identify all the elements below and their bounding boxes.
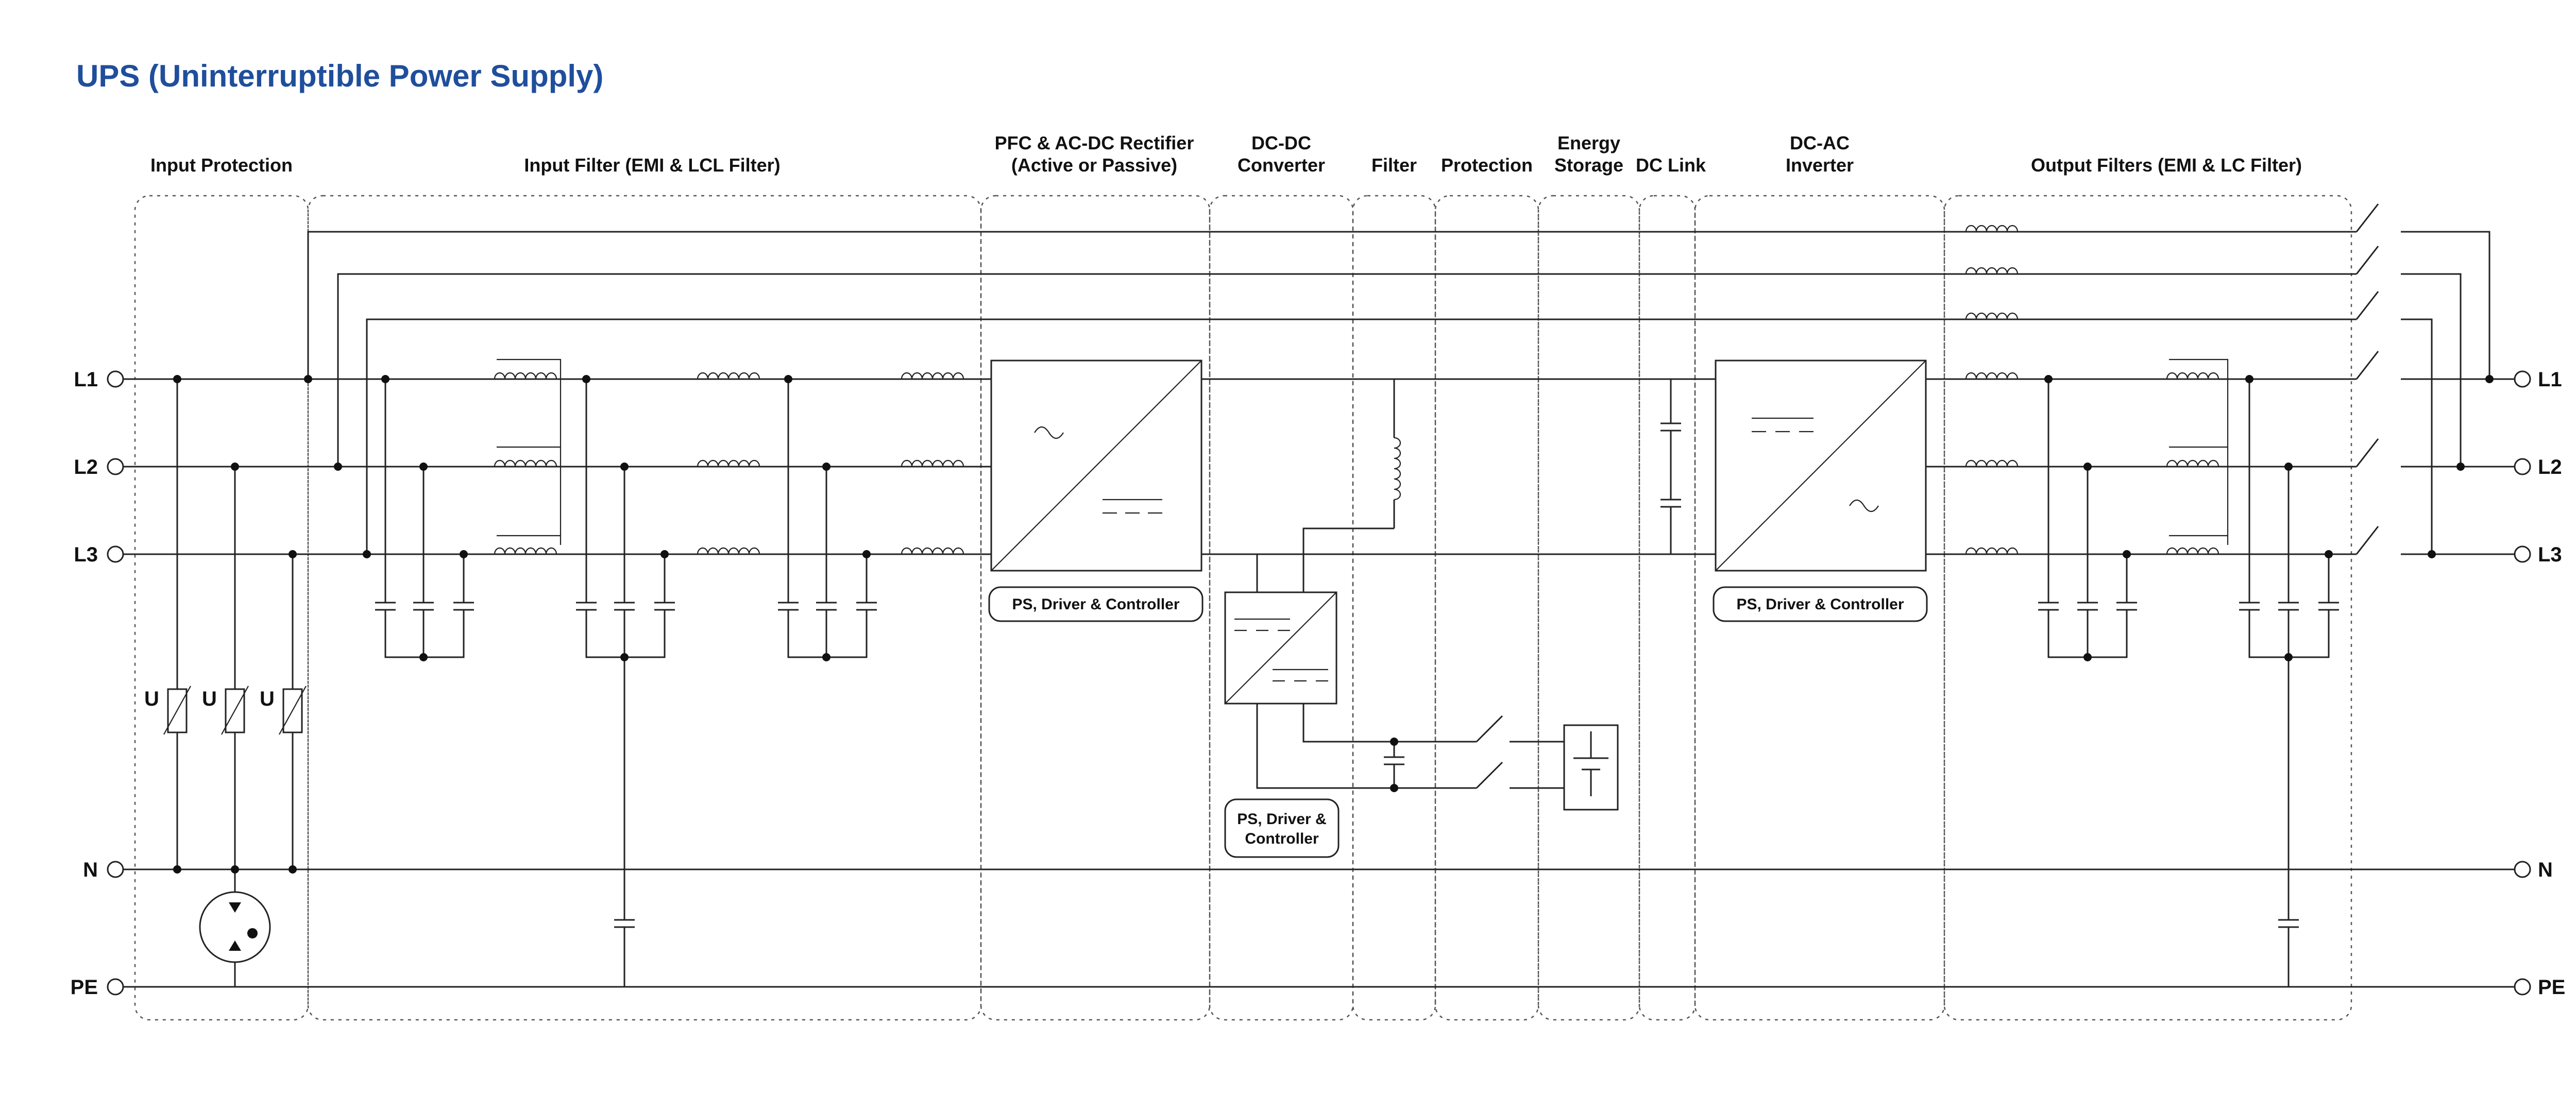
dcdc-converter-block: PS, Driver & Controller — [1224, 527, 1477, 858]
inductor-icon — [1394, 437, 1401, 501]
battery-icon — [1563, 724, 1619, 811]
terminals-left: L1 L2 L3 N PE — [71, 368, 124, 999]
switch-icon — [1476, 761, 1540, 789]
terminal-left-pe: PE — [71, 976, 98, 999]
output-filter-capacitors — [2038, 375, 2339, 987]
terminal-right-l3: L3 — [2538, 543, 2562, 566]
page-title: UPS (Uninterruptible Power Supply) — [76, 59, 603, 93]
varistor-icon: U — [202, 686, 249, 735]
inductor-icon — [1965, 372, 2019, 555]
dcdc-controller-label-2: Controller — [1245, 830, 1319, 847]
terminal-right-n: N — [2538, 859, 2553, 881]
section-header-output-filters: Output Filters (EMI & LC Filter) — [2031, 155, 2302, 176]
pfc-rectifier-block: PS, Driver & Controller — [988, 360, 1204, 622]
terminal-right-l1: L1 — [2538, 368, 2562, 391]
varistor-icon: U — [260, 686, 307, 735]
varistor-icon: U — [144, 686, 191, 735]
section-header-dcdc-sub: Converter — [1238, 155, 1325, 176]
output-inductors — [1965, 225, 2229, 555]
varistor-label-3: U — [260, 688, 275, 710]
battery-protection — [1476, 715, 1619, 811]
inductor-icon — [1965, 225, 2019, 320]
converter-icon — [1224, 591, 1337, 705]
input-phase-lines — [123, 378, 991, 555]
inductor-icon — [901, 372, 964, 555]
inductor-icon — [697, 372, 760, 555]
inductor-icon — [494, 358, 562, 555]
section-header-input-protection: Input Protection — [150, 155, 293, 176]
section-header-pfc-rectifier: PFC & AC-DC Rectifier — [995, 132, 1194, 153]
dc-bus-lines — [1201, 378, 1716, 555]
section-header-energy-storage-sub: Storage — [1554, 155, 1623, 176]
section-header-dcdc: DC-DC — [1251, 132, 1311, 153]
varistor-label-2: U — [202, 688, 217, 710]
section-header-dcac: DC-AC — [1790, 132, 1850, 153]
switch-icon — [2355, 203, 2379, 555]
section-header-dc-link: DC Link — [1636, 155, 1706, 176]
input-filter-capacitors — [375, 375, 877, 987]
varistor-label-1: U — [144, 688, 159, 710]
section-header-energy-storage: Energy — [1557, 132, 1620, 153]
output-transfer-switches — [2355, 203, 2515, 558]
dc-link-capacitors — [1660, 379, 1681, 554]
section-header-dcac-sub: Inverter — [1786, 155, 1854, 176]
bypass-lines — [307, 231, 2357, 554]
terminal-left-l1: L1 — [74, 368, 98, 391]
terminal-right-pe: PE — [2538, 976, 2565, 999]
terminal-left-n: N — [83, 859, 98, 881]
inductor-icon — [2166, 358, 2229, 555]
pfc-controller-label: PS, Driver & Controller — [1012, 596, 1179, 613]
inverter-block: PS, Driver & Controller — [1713, 360, 1928, 622]
converter-icon — [990, 360, 1202, 572]
switch-icon — [1476, 715, 1540, 743]
section-header-input-filter: Input Filter (EMI & LCL Filter) — [524, 155, 780, 176]
terminals-right: L1 L2 L3 N PE — [2514, 368, 2565, 999]
terminal-left-l2: L2 — [74, 456, 98, 478]
section-header-protection: Protection — [1441, 155, 1533, 176]
converter-icon — [1715, 360, 1927, 572]
terminal-left-l3: L3 — [74, 543, 98, 566]
input-filter-inductors — [494, 358, 964, 555]
section-header-pfc-rectifier-sub: (Active or Passive) — [1011, 155, 1177, 176]
section-headers: Input Protection Input Filter (EMI & LCL… — [150, 132, 2302, 176]
inverter-controller-label: PS, Driver & Controller — [1736, 596, 1904, 613]
input-protection-circuit: U U U — [144, 375, 371, 987]
section-boxes — [134, 195, 2352, 1021]
dc-filter — [1384, 379, 1404, 792]
neutral-and-earth-lines — [123, 868, 2515, 988]
section-header-filter: Filter — [1371, 155, 1417, 176]
gas-discharge-tube-icon — [199, 891, 271, 963]
terminal-right-l2: L2 — [2538, 456, 2562, 478]
dcdc-controller-label-1: PS, Driver & — [1237, 811, 1326, 828]
